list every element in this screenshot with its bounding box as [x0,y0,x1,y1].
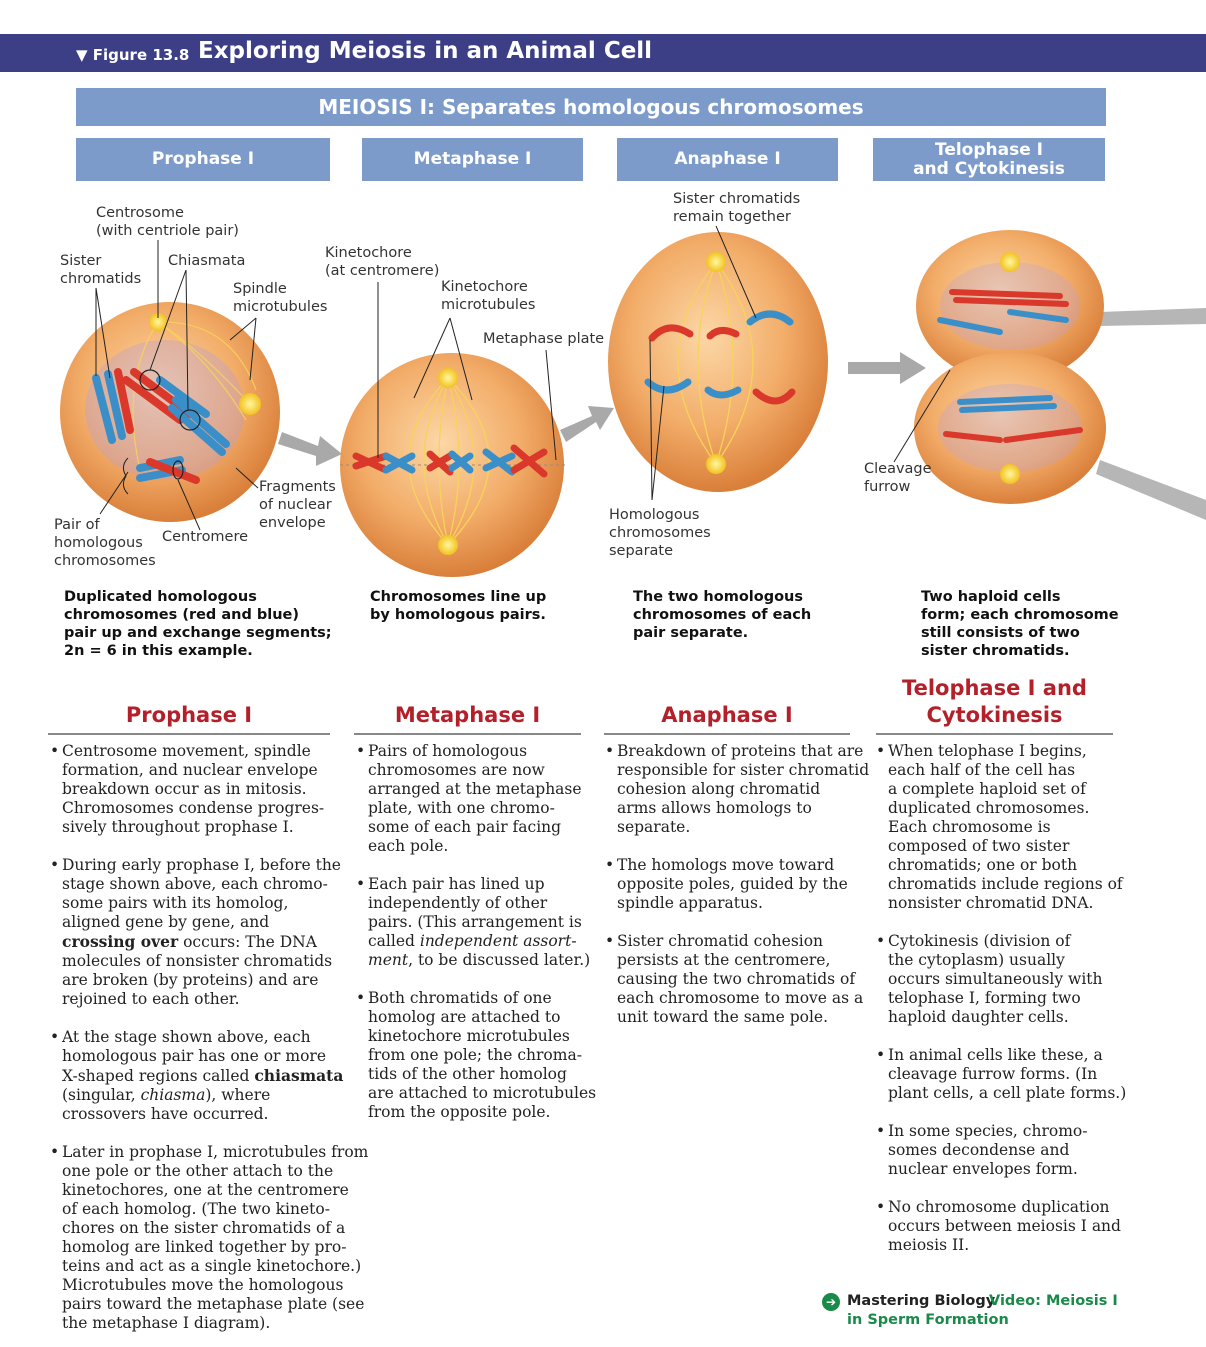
phase-box-anaphase: Anaphase I [617,138,838,181]
anaphase-cell [608,225,828,501]
telophase-bullet: No chromosome duplication occurs between… [876,1198,1121,1255]
arrow-metaphase-to-anaphase [560,406,614,442]
phase-label-prophase: Prophase I [151,149,255,169]
figure-title: Exploring Meiosis in an Animal Cell [198,38,653,64]
telophase-bullet: Cytokinesis (division of the cytoplasm) … [876,932,1116,1027]
video-link-line1[interactable]: Video: Meiosis I [989,1293,1118,1309]
prophase-bullet: Later in prophase I, microtubules from o… [50,1143,368,1333]
prophase-cell [60,240,280,531]
caption-metaphase: Chromosomes line up by homologous pairs. [370,589,547,623]
mastering-brand: Mastering Biology [847,1293,996,1309]
label-centrosome: Centrosome (with centriole pair) [96,205,239,239]
phase-label-telophase-line1: Telophase I [934,139,1043,160]
caption-prophase: Duplicated homologous chromosomes (red a… [64,589,332,659]
label-spindle-microtubules: Spindle microtubules [233,281,328,315]
phase-box-prophase: Prophase I [76,138,330,181]
label-kinetochore: Kinetochore (at centromere) [325,245,440,279]
arrow-prophase-to-metaphase [278,432,342,466]
label-chiasmata: Chiasmata [168,253,246,269]
label-kinetochore-microtubules: Kinetochore microtubules [441,279,536,313]
phase-box-metaphase: Metaphase I [362,138,583,181]
anaphase-text-column: Breakdown of proteins that are responsib… [605,742,869,1046]
anaphase-bullet: The homologs move toward opposite poles,… [605,856,855,913]
prophase-text-column: Centrosome movement, spindle formation, … [50,742,368,1347]
arrow-right-icon: ➔ [822,1293,840,1311]
telophase-cell [893,230,1106,504]
prophase-bullet: At the stage shown above, each homologou… [50,1028,343,1124]
anaphase-bullet: Breakdown of proteins that are responsib… [605,742,869,837]
label-fragments-nuclear-envelope: Fragments of nuclear envelope [259,479,336,531]
arrow-anaphase-to-telophase [848,352,926,384]
label-sister-chromatids: Sister chromatids [60,253,142,287]
label-homologous-separate: Homologous chromosomes separate [609,507,711,559]
label-sister-remain-together: Sister chromatids remain together [673,191,801,225]
prophase-bullet: During early prophase I, before the stag… [50,856,341,1009]
meiosis-banner: MEIOSIS I: Separates homologous chromoso… [76,88,1106,126]
section-head-anaphase: Anaphase I [604,702,850,735]
metaphase-bullet: Each pair has lined up independently of … [356,875,590,970]
metaphase-bullet: Pairs of homologous chromosomes are now … [356,742,586,856]
section-head-prophase: Prophase I [48,702,330,735]
label-pair-homologous: Pair of homologous chromosomes [54,517,156,569]
label-metaphase-plate: Metaphase plate [483,331,605,347]
caption-telophase: Two haploid cells form; each chromosome … [921,589,1119,659]
telophase-bullet: In some species, chromo- somes decondens… [876,1122,1116,1179]
telophase-bullet: When telophase I begins, each half of th… [876,742,1123,913]
video-link-line2[interactable]: in Sperm Formation [847,1312,1009,1328]
metaphase-bullet: Both chromatids of one homolog are attac… [356,989,596,1122]
metaphase-text-column: Pairs of homologous chromosomes are now … [356,742,596,1141]
phase-label-metaphase: Metaphase I [413,149,532,169]
meiosis-illustration [60,225,1206,577]
meiosis-banner-label: MEIOSIS I: Separates homologous chromoso… [318,95,864,119]
arrow-to-next-page [1096,308,1206,520]
label-cleavage-furrow: Cleavage furrow [864,461,932,495]
phase-label-telophase-line2: and Cytokinesis [913,158,1065,179]
phase-box-telophase: Telophase I and Cytokinesis [873,138,1105,181]
metaphase-cell [340,282,566,577]
figure-number: ▼ Figure 13.8 [76,46,190,64]
section-head-metaphase: Metaphase I [354,702,581,735]
section-head-telophase: Telophase I and Cytokinesis [876,675,1113,735]
anaphase-bullet: Sister chromatid cohesion persists at th… [605,932,863,1027]
phase-label-anaphase: Anaphase I [674,149,781,169]
figure-header-bar: ▼ Figure 13.8 Exploring Meiosis in an An… [0,34,1206,72]
telophase-bullet: In animal cells like these, a cleavage f… [876,1046,1126,1103]
caption-anaphase: The two homologous chromosomes of each p… [633,589,812,641]
telophase-text-column: When telophase I begins, each half of th… [876,742,1126,1274]
label-centromere: Centromere [162,529,249,545]
prophase-bullet: Centrosome movement, spindle formation, … [50,742,340,837]
